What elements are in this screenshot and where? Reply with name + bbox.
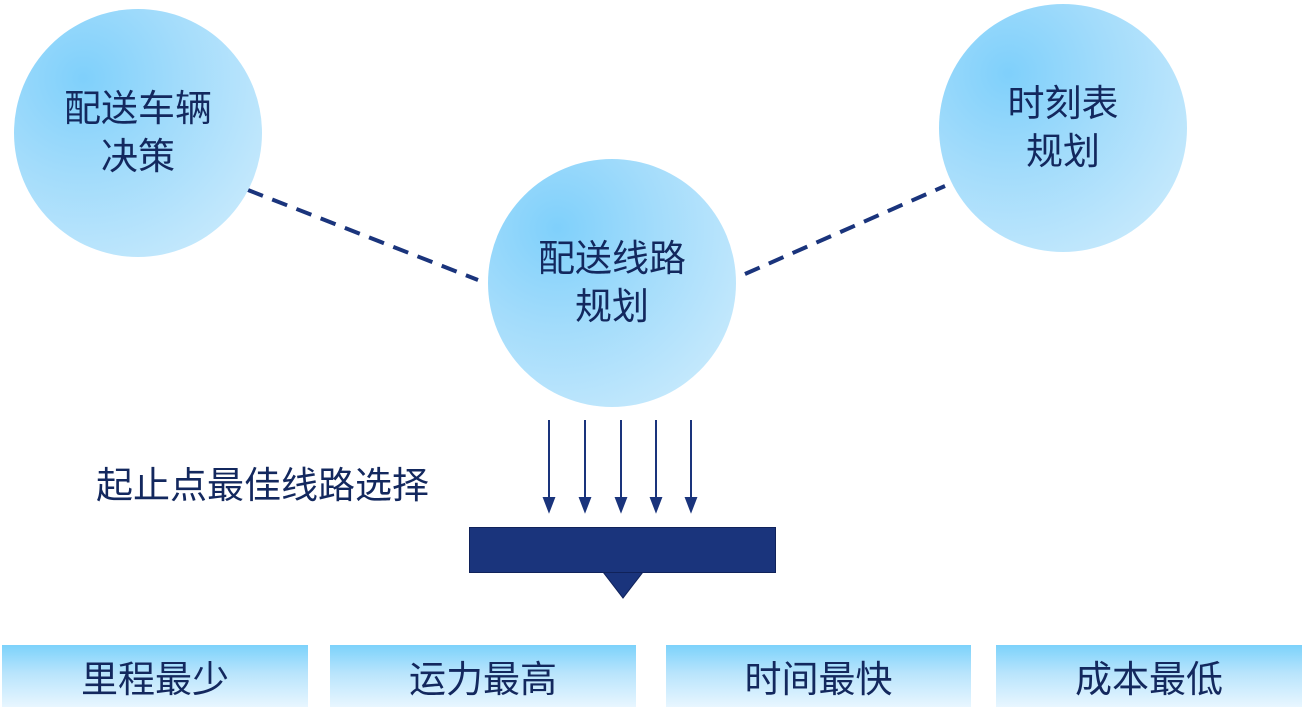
- down-arrow-icon: [684, 420, 698, 514]
- dashed-connector-right: [744, 184, 946, 276]
- down-arrow-icon: [614, 420, 628, 514]
- down-arrow-icon: [578, 420, 592, 514]
- node-route-line1: 配送线路: [538, 237, 686, 280]
- dashed-connector-left: [247, 188, 479, 282]
- node-route-planning: 配送线路 规划: [488, 159, 736, 407]
- node-vehicle-line1: 配送车辆: [64, 87, 212, 130]
- node-route-line2: 规划: [575, 285, 649, 328]
- bar-down-arrow-icon: [601, 571, 645, 599]
- goal-fastest-time: 时间最快: [666, 645, 971, 707]
- goal-min-mileage: 里程最少: [2, 645, 308, 707]
- node-timetable-planning: 时刻表 规划: [939, 4, 1187, 252]
- selection-label: 起止点最佳线路选择: [96, 464, 429, 507]
- node-timetable-line1: 时刻表: [1007, 82, 1119, 125]
- selection-bar: [469, 527, 776, 573]
- node-vehicle-line2: 决策: [101, 135, 175, 178]
- node-vehicle-decision: 配送车辆 决策: [14, 9, 262, 257]
- node-timetable-line2: 规划: [1026, 130, 1100, 173]
- down-arrows: [542, 420, 698, 514]
- down-arrow-icon: [649, 420, 663, 514]
- goal-lowest-cost: 成本最低: [996, 645, 1302, 707]
- down-arrow-icon: [542, 420, 556, 514]
- goal-max-capacity: 运力最高: [330, 645, 636, 707]
